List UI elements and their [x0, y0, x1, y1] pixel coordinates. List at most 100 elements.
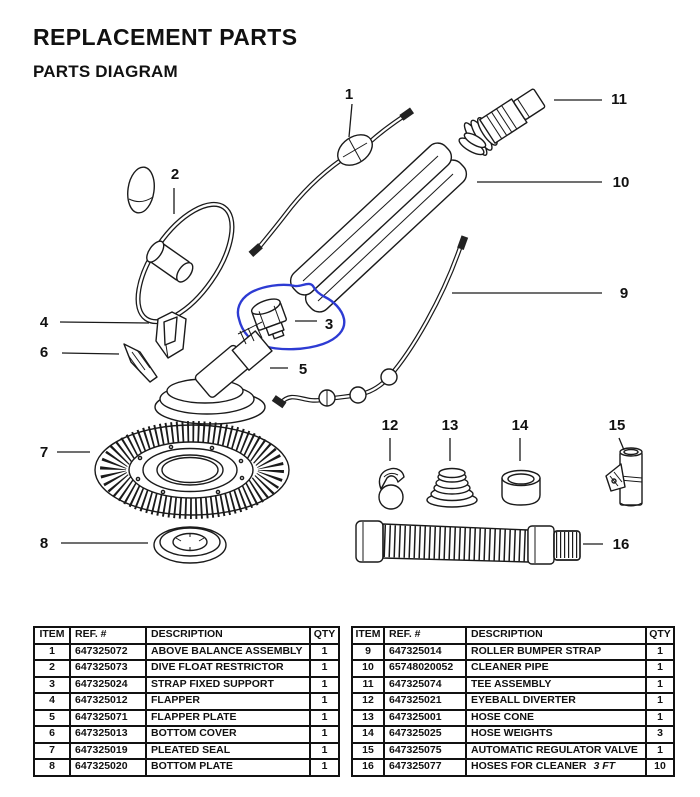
cell-qty: 3 — [645, 725, 675, 744]
cell-item: 4 — [33, 692, 71, 711]
page-subtitle: PARTS DIAGRAM — [33, 62, 178, 81]
callout-14: 14 — [512, 417, 529, 434]
part-pleated-seal — [94, 421, 290, 519]
cell-desc: ABOVE BALANCE ASSEMBLY — [145, 642, 311, 661]
table-row: 12 647325021 EYEBALL DIVERTER 1 — [351, 692, 675, 711]
cell-ref: 65748020052 — [383, 659, 467, 678]
part-hose-cone — [426, 467, 478, 508]
col-header-desc: DESCRIPTION — [145, 626, 311, 645]
part-cleaner-pipe — [289, 142, 468, 313]
page-title: REPLACEMENT PARTS — [33, 24, 298, 50]
part-flapper-plate — [154, 321, 273, 425]
cell-qty: 1 — [309, 642, 340, 661]
cell-qty: 1 — [309, 659, 340, 678]
col-header-qty: QTY — [645, 626, 675, 645]
cell-ref: 647325074 — [383, 675, 467, 694]
cell-qty: 1 — [645, 659, 675, 678]
callout-10: 10 — [613, 174, 630, 191]
cell-item: 10 — [351, 659, 385, 678]
cell-qty: 1 — [645, 708, 675, 727]
callout-6: 6 — [40, 344, 48, 361]
part-bottom-plate — [153, 526, 227, 564]
parts-tables: ITEM REF. # DESCRIPTION QTY 1 647325072 … — [0, 626, 700, 786]
cell-desc: BOTTOM PLATE — [145, 758, 311, 777]
cell-item: 11 — [351, 675, 385, 694]
table-row: 3 647325024 STRAP FIXED SUPPORT 1 — [33, 675, 340, 694]
callout-8: 8 — [40, 535, 48, 552]
cell-desc: HOSE WEIGHTS — [465, 725, 647, 744]
cell-item: 12 — [351, 692, 385, 711]
cell-item: 9 — [351, 642, 385, 661]
table-row: 14 647325025 HOSE WEIGHTS 3 — [351, 725, 675, 744]
cell-desc: ROLLER BUMPER STRAP — [465, 642, 647, 661]
cell-desc: FLAPPER PLATE — [145, 708, 311, 727]
cell-item: 16 — [351, 758, 385, 777]
callout-leader-lines — [57, 99, 625, 545]
col-header-desc: DESCRIPTION — [465, 626, 647, 645]
cell-desc: AUTOMATIC REGULATOR VALVE — [465, 741, 647, 760]
table-row: 5 647325071 FLAPPER PLATE 1 — [33, 708, 340, 727]
parts-diagram: 1 2 3 4 5 6 7 8 9 10 11 12 13 14 15 16 — [40, 86, 643, 565]
cell-qty: 1 — [309, 725, 340, 744]
cell-desc: STRAP FIXED SUPPORT — [145, 675, 311, 694]
cell-qty: 1 — [309, 675, 340, 694]
callout-4: 4 — [40, 314, 49, 331]
part-eyeball-diverter — [378, 467, 405, 510]
part-bottom-cover — [123, 343, 158, 383]
table-row: 9 647325014 ROLLER BUMPER STRAP 1 — [351, 642, 675, 661]
callout-16: 16 — [613, 536, 630, 553]
part-dive-float-restrictor — [127, 166, 235, 325]
part-hose — [355, 520, 581, 565]
table-row: 4 647325012 FLAPPER 1 — [33, 692, 340, 711]
part-flapper — [155, 311, 187, 359]
callout-1: 1 — [345, 86, 353, 103]
cell-qty: 1 — [309, 692, 340, 711]
cell-qty: 1 — [645, 642, 675, 661]
cell-ref: 647325075 — [383, 741, 467, 760]
col-header-item: ITEM — [351, 626, 385, 645]
cell-ref: 647325014 — [383, 642, 467, 661]
callout-15: 15 — [609, 417, 626, 434]
callout-5: 5 — [299, 361, 307, 378]
cell-ref: 647325001 — [383, 708, 467, 727]
annotation-circle-item-3 — [236, 282, 346, 351]
table-row: 8 647325020 BOTTOM PLATE 1 — [33, 758, 340, 777]
table-header-row: ITEM REF. # DESCRIPTION QTY — [33, 626, 340, 645]
cell-desc: PLEATED SEAL — [145, 741, 311, 760]
cell-desc: HOSE CONE — [465, 708, 647, 727]
col-header-item: ITEM — [33, 626, 71, 645]
cell-ref: 647325019 — [69, 741, 147, 760]
cell-desc: BOTTOM COVER — [145, 725, 311, 744]
cell-ref: 647325024 — [69, 675, 147, 694]
cell-desc: DIVE FLOAT RESTRICTOR — [145, 659, 311, 678]
callout-12: 12 — [382, 417, 399, 434]
cell-qty: 1 — [309, 708, 340, 727]
callout-11: 11 — [611, 91, 627, 108]
cell-ref: 647325012 — [69, 692, 147, 711]
cell-item: 7 — [33, 741, 71, 760]
cell-qty: 1 — [645, 692, 675, 711]
cell-ref: 647325072 — [69, 642, 147, 661]
col-header-ref: REF. # — [69, 626, 147, 645]
cell-item: 14 — [351, 725, 385, 744]
cell-desc: CLEANER PIPE — [465, 659, 647, 678]
cell-ref: 647325021 — [383, 692, 467, 711]
cell-desc: FLAPPER — [145, 692, 311, 711]
callout-7: 7 — [40, 444, 48, 461]
parts-table-left: ITEM REF. # DESCRIPTION QTY 1 647325072 … — [33, 626, 340, 777]
cell-ref: 647325020 — [69, 758, 147, 777]
cell-desc: TEE ASSEMBLY — [465, 675, 647, 694]
table-row: 1 647325072 ABOVE BALANCE ASSEMBLY 1 — [33, 642, 340, 661]
table-row: 2 647325073 DIVE FLOAT RESTRICTOR 1 — [33, 659, 340, 678]
col-header-ref: REF. # — [383, 626, 467, 645]
table-row: 13 647325001 HOSE CONE 1 — [351, 708, 675, 727]
part-above-balance-assembly — [248, 107, 415, 257]
table-row: 15 647325075 AUTOMATIC REGULATOR VALVE 1 — [351, 741, 675, 760]
cell-item: 6 — [33, 725, 71, 744]
parts-table-right: ITEM REF. # DESCRIPTION QTY 9 647325014 … — [351, 626, 675, 777]
cell-ref: 647325071 — [69, 708, 147, 727]
cell-item: 1 — [33, 642, 71, 661]
table-row: 11 647325074 TEE ASSEMBLY 1 — [351, 675, 675, 694]
